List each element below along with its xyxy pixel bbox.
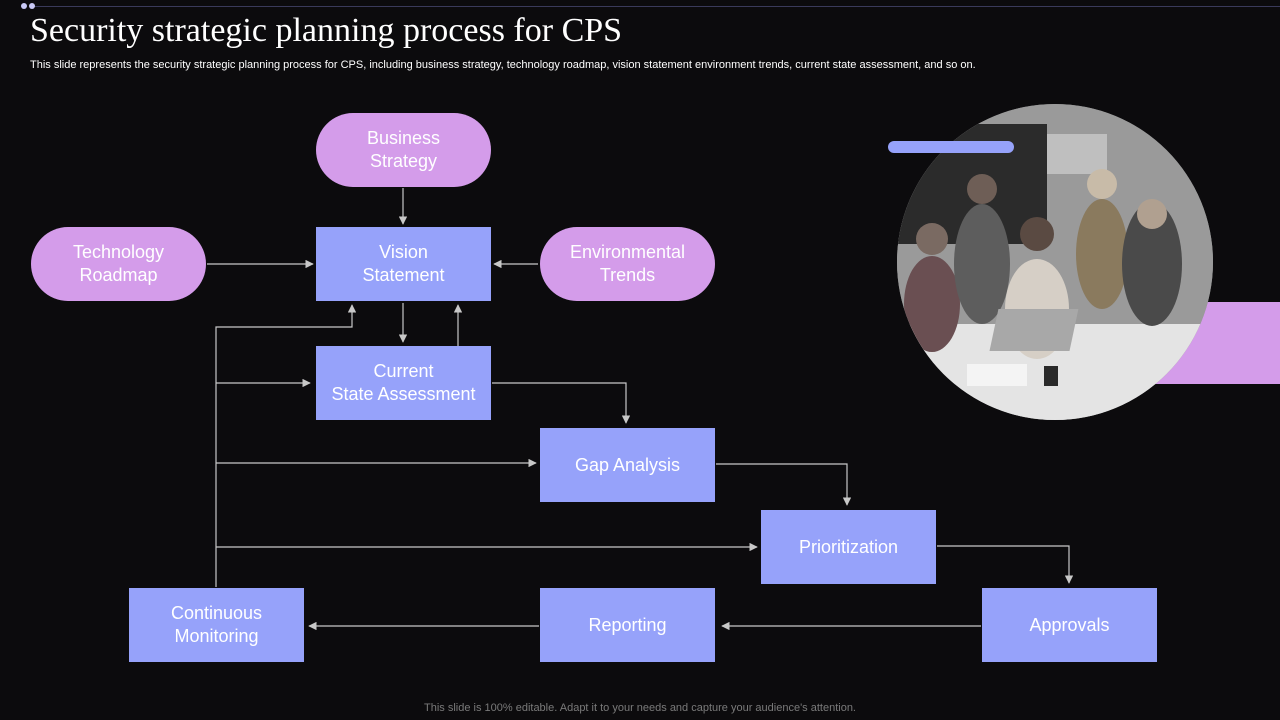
decorative-pill-bar [888, 141, 1014, 153]
node-environmental-trends: Environmental Trends [540, 227, 715, 301]
node-continuous-monitoring: Continuous Monitoring [129, 588, 304, 662]
node-technology-roadmap: Technology Roadmap [31, 227, 206, 301]
slide-footer-note: This slide is 100% editable. Adapt it to… [424, 702, 856, 714]
decorative-dot [29, 3, 35, 9]
node-current-state-assessment: Current State Assessment [316, 346, 491, 420]
edge-monitoring-to-vision [215, 304, 357, 587]
edge-current-state-to-gap [492, 382, 631, 424]
node-gap-analysis: Gap Analysis [540, 428, 715, 502]
slide-subtitle: This slide represents the security strat… [30, 59, 976, 71]
node-business-strategy: Business Strategy [316, 113, 491, 187]
node-reporting: Reporting [540, 588, 715, 662]
top-divider [32, 6, 1280, 7]
node-prioritization: Prioritization [761, 510, 936, 584]
edge-prioritization-to-approvals [937, 545, 1074, 584]
node-approvals: Approvals [982, 588, 1157, 662]
decorative-dot [21, 3, 27, 9]
edge-gap-to-prioritization [716, 463, 852, 506]
node-vision-statement: Vision Statement [316, 227, 491, 301]
slide-title: Security strategic planning process for … [30, 12, 623, 49]
